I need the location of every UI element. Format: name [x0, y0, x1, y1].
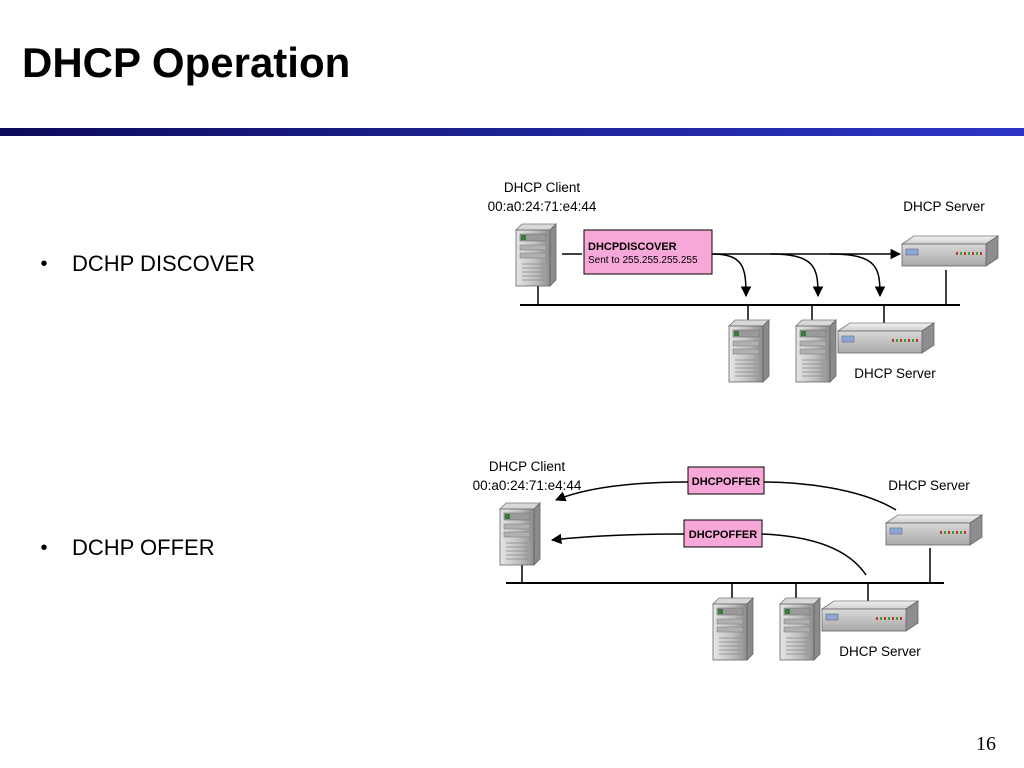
host-tower-icon — [728, 319, 770, 383]
dhcpoffer-label: DHCPOFFER — [689, 529, 758, 541]
offer-arrow — [550, 533, 685, 545]
server-bottom-label: DHCP Server — [839, 644, 921, 659]
discover-panel: DHCP Client 00:a0:24:71:e4:44 DHCP Serve… — [488, 180, 999, 383]
dhcp-server-bottom-icon — [821, 600, 919, 632]
dhcpoffer-label: DHCPOFFER — [692, 476, 761, 488]
client-label-line2: 00:a0:24:71:e4:44 — [488, 199, 597, 214]
host-tower-icon — [779, 597, 821, 661]
client-label-line1: DHCP Client — [489, 459, 566, 474]
offer-arrow — [555, 481, 689, 502]
bullet-dot-icon: • — [40, 536, 48, 559]
broadcast-arrow — [829, 253, 886, 298]
dhcpdiscover-title: DHCPDISCOVER — [588, 241, 677, 253]
server-bottom-label: DHCP Server — [854, 366, 936, 381]
dhcpoffer-message-box — [687, 466, 765, 495]
dhcpoffer-message-box — [683, 519, 763, 548]
client-label-line2: 00:a0:24:71:e4:44 — [473, 478, 582, 493]
title-divider-bar — [0, 128, 1024, 136]
broadcast-arrow — [711, 253, 752, 298]
bullet-item-discover: • DCHP DISCOVER — [30, 251, 255, 277]
host-tower-icon — [712, 597, 754, 661]
page-number: 16 — [976, 733, 996, 755]
bullet-label: DCHP OFFER — [72, 535, 215, 560]
slide-title: DHCP Operation — [22, 39, 351, 86]
dhcp-server-bottom-icon — [837, 322, 935, 354]
dhcp-server-top-icon — [901, 235, 999, 267]
dhcpdiscover-sub: Sent to 255.255.255.255 — [588, 255, 698, 266]
bullet-label: DCHP DISCOVER — [72, 251, 255, 276]
bullet-dot-icon: • — [40, 252, 48, 275]
host-tower-icon — [795, 319, 837, 383]
dhcp-client-tower-icon — [499, 502, 541, 566]
bullet-item-offer: • DCHP OFFER — [30, 535, 215, 561]
server-top-label: DHCP Server — [888, 478, 970, 493]
dhcp-server-top-icon — [885, 514, 983, 546]
broadcast-arrow — [769, 253, 824, 298]
dhcp-client-tower-icon — [515, 223, 557, 287]
client-label-line1: DHCP Client — [504, 180, 581, 195]
dhcpdiscover-message-box — [583, 229, 713, 275]
server-top-label: DHCP Server — [903, 199, 985, 214]
offer-panel: DHCP Client 00:a0:24:71:e4:44 DHCP Serve… — [473, 459, 983, 661]
